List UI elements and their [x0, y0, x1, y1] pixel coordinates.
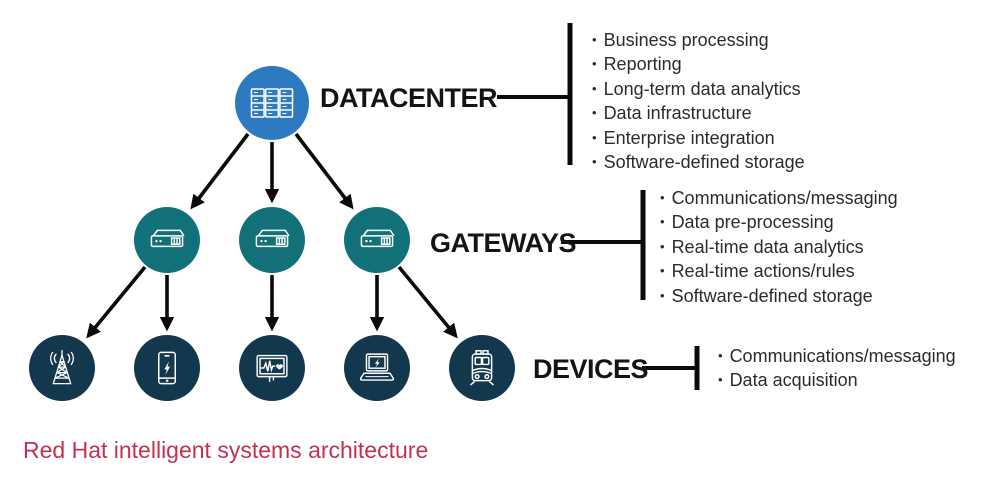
heart-monitor-icon	[256, 354, 288, 382]
device-node-2	[134, 335, 200, 401]
list-item: Software-defined storage	[592, 151, 805, 175]
list-item: Communications/messaging	[718, 345, 956, 369]
gateway-node-3	[344, 207, 410, 273]
laptop-icon	[359, 353, 395, 381]
gateway-appliance-icon	[360, 229, 395, 248]
list-item: Reporting	[592, 53, 805, 77]
gateways-label: GATEWAYS	[430, 228, 577, 258]
datacenter-feature-list: Business processing Reporting Long-term …	[592, 29, 805, 175]
list-item: Data infrastructure	[592, 102, 805, 126]
list-item: Business processing	[592, 29, 805, 53]
server-rack-icon	[250, 88, 294, 118]
radio-tower-icon	[50, 349, 74, 385]
datacenter-label: DATACENTER	[320, 83, 498, 113]
gateways-feature-list: Communications/messaging Data pre-proces…	[660, 187, 898, 309]
device-node-3	[239, 335, 305, 401]
smartphone-icon	[158, 351, 176, 385]
gateway-node-1	[134, 207, 200, 273]
device-node-1	[29, 335, 95, 401]
list-item: Long-term data analytics	[592, 78, 805, 102]
list-item: Real-time actions/rules	[660, 260, 898, 284]
list-item: Communications/messaging	[660, 187, 898, 211]
devices-label: DEVICES	[533, 354, 649, 384]
label-connector-lines	[497, 23, 700, 390]
list-item: Data pre-processing	[660, 211, 898, 235]
gateway-appliance-icon	[150, 229, 185, 248]
devices-feature-list: Communications/messaging Data acquisitio…	[718, 345, 956, 394]
list-item: Enterprise integration	[592, 127, 805, 151]
gateway-appliance-icon	[255, 229, 290, 248]
list-item: Real-time data analytics	[660, 236, 898, 260]
diagram-caption: Red Hat intelligent systems architecture	[23, 437, 429, 463]
device-node-4	[344, 335, 410, 401]
flow-arrows	[86, 132, 458, 339]
train-icon	[470, 350, 494, 386]
datacenter-node	[235, 66, 309, 140]
gateway-node-2	[239, 207, 305, 273]
list-item: Data acquisition	[718, 369, 956, 393]
device-node-5	[449, 335, 515, 401]
list-item: Software-defined storage	[660, 285, 898, 309]
